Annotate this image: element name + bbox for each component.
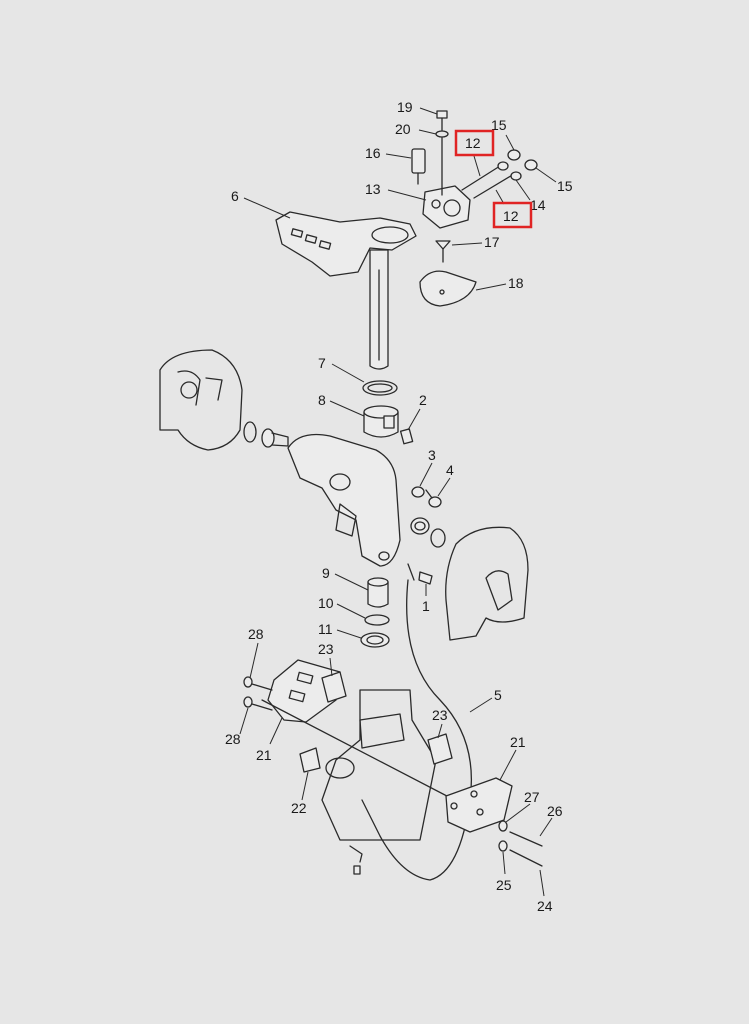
part-19-bolt bbox=[436, 110, 448, 131]
callout-25: 25 bbox=[496, 877, 512, 893]
callout-12-bottom: 12 bbox=[503, 208, 519, 224]
part-8-bushing bbox=[363, 405, 399, 438]
part-12-rods bbox=[461, 165, 515, 199]
callout-26: 26 bbox=[547, 803, 563, 819]
callout-23-right: 23 bbox=[432, 707, 448, 723]
callout-4: 4 bbox=[446, 462, 454, 478]
part-17-screw bbox=[435, 240, 451, 263]
part-28-screws bbox=[243, 676, 273, 711]
callout-5: 5 bbox=[494, 687, 502, 703]
part-2-clip bbox=[399, 428, 414, 445]
part-16-pin bbox=[411, 148, 426, 185]
callout-labels: 19 20 16 13 6 15 15 14 17 18 7 8 2 3 4 9… bbox=[225, 99, 573, 914]
part-20-washer bbox=[435, 130, 449, 138]
lower-small-bolt bbox=[349, 845, 363, 875]
leader-lines bbox=[239, 107, 557, 897]
washer-left bbox=[243, 421, 257, 443]
spring bbox=[410, 517, 430, 535]
bolt-left bbox=[261, 428, 289, 448]
callout-8: 8 bbox=[318, 392, 326, 408]
part-10-oring bbox=[364, 614, 390, 626]
washer-right bbox=[430, 528, 446, 548]
part-9-bushing bbox=[367, 577, 389, 608]
callout-3: 3 bbox=[428, 447, 436, 463]
callout-20: 20 bbox=[395, 121, 411, 137]
steering-shaft bbox=[369, 249, 389, 370]
part-21-clamp-left bbox=[267, 659, 341, 723]
callout-7: 7 bbox=[318, 355, 326, 371]
part-6-steering-arm bbox=[275, 211, 417, 277]
callout-22: 22 bbox=[291, 800, 307, 816]
part-15-nuts bbox=[497, 149, 538, 181]
part-7-ring bbox=[362, 380, 398, 396]
part-4-bolt bbox=[425, 489, 442, 508]
swivel-bracket bbox=[287, 433, 401, 567]
callout-28-top: 28 bbox=[248, 626, 264, 642]
part-13-bracket bbox=[422, 137, 471, 229]
link-arm bbox=[407, 563, 415, 581]
highlight-12-bottom[interactable]: 12 bbox=[492, 201, 533, 229]
callout-23-left: 23 bbox=[318, 641, 334, 657]
lower-midsection bbox=[321, 689, 437, 841]
callout-13: 13 bbox=[365, 181, 381, 197]
callout-1: 1 bbox=[422, 598, 430, 614]
callout-24: 24 bbox=[537, 898, 553, 914]
callout-28-bottom: 28 bbox=[225, 731, 241, 747]
callout-14: 14 bbox=[530, 197, 546, 213]
part-3-nut bbox=[411, 486, 425, 498]
callout-11: 11 bbox=[318, 621, 333, 637]
callout-18: 18 bbox=[508, 275, 524, 291]
callout-21-right: 21 bbox=[510, 734, 526, 750]
part-23-pads bbox=[321, 671, 453, 765]
part-22-block bbox=[299, 747, 321, 773]
highlight-12-top[interactable]: 12 bbox=[454, 129, 495, 157]
part-11-seal bbox=[360, 632, 390, 648]
callout-16: 16 bbox=[365, 145, 381, 161]
highlight-box bbox=[454, 129, 495, 157]
callout-21-left: 21 bbox=[256, 747, 272, 763]
part-21-clamp-right bbox=[445, 777, 513, 833]
callout-6: 6 bbox=[231, 188, 239, 204]
callout-2: 2 bbox=[419, 392, 427, 408]
side-cover-right bbox=[445, 526, 529, 641]
cross-bar bbox=[261, 699, 471, 809]
callout-15-top: 15 bbox=[491, 117, 507, 133]
part-18-plate bbox=[419, 270, 477, 307]
callout-10: 10 bbox=[318, 595, 334, 611]
highlight-box bbox=[492, 201, 533, 229]
callout-9: 9 bbox=[322, 565, 330, 581]
callout-15-right: 15 bbox=[557, 178, 573, 194]
callout-19: 19 bbox=[397, 99, 413, 115]
part-27-26-bolts bbox=[498, 820, 543, 867]
callout-27: 27 bbox=[524, 789, 540, 805]
callout-12-top: 12 bbox=[465, 135, 481, 151]
side-cover-left bbox=[159, 349, 243, 451]
part-1-bolt bbox=[418, 571, 433, 585]
callout-17: 17 bbox=[484, 234, 500, 250]
